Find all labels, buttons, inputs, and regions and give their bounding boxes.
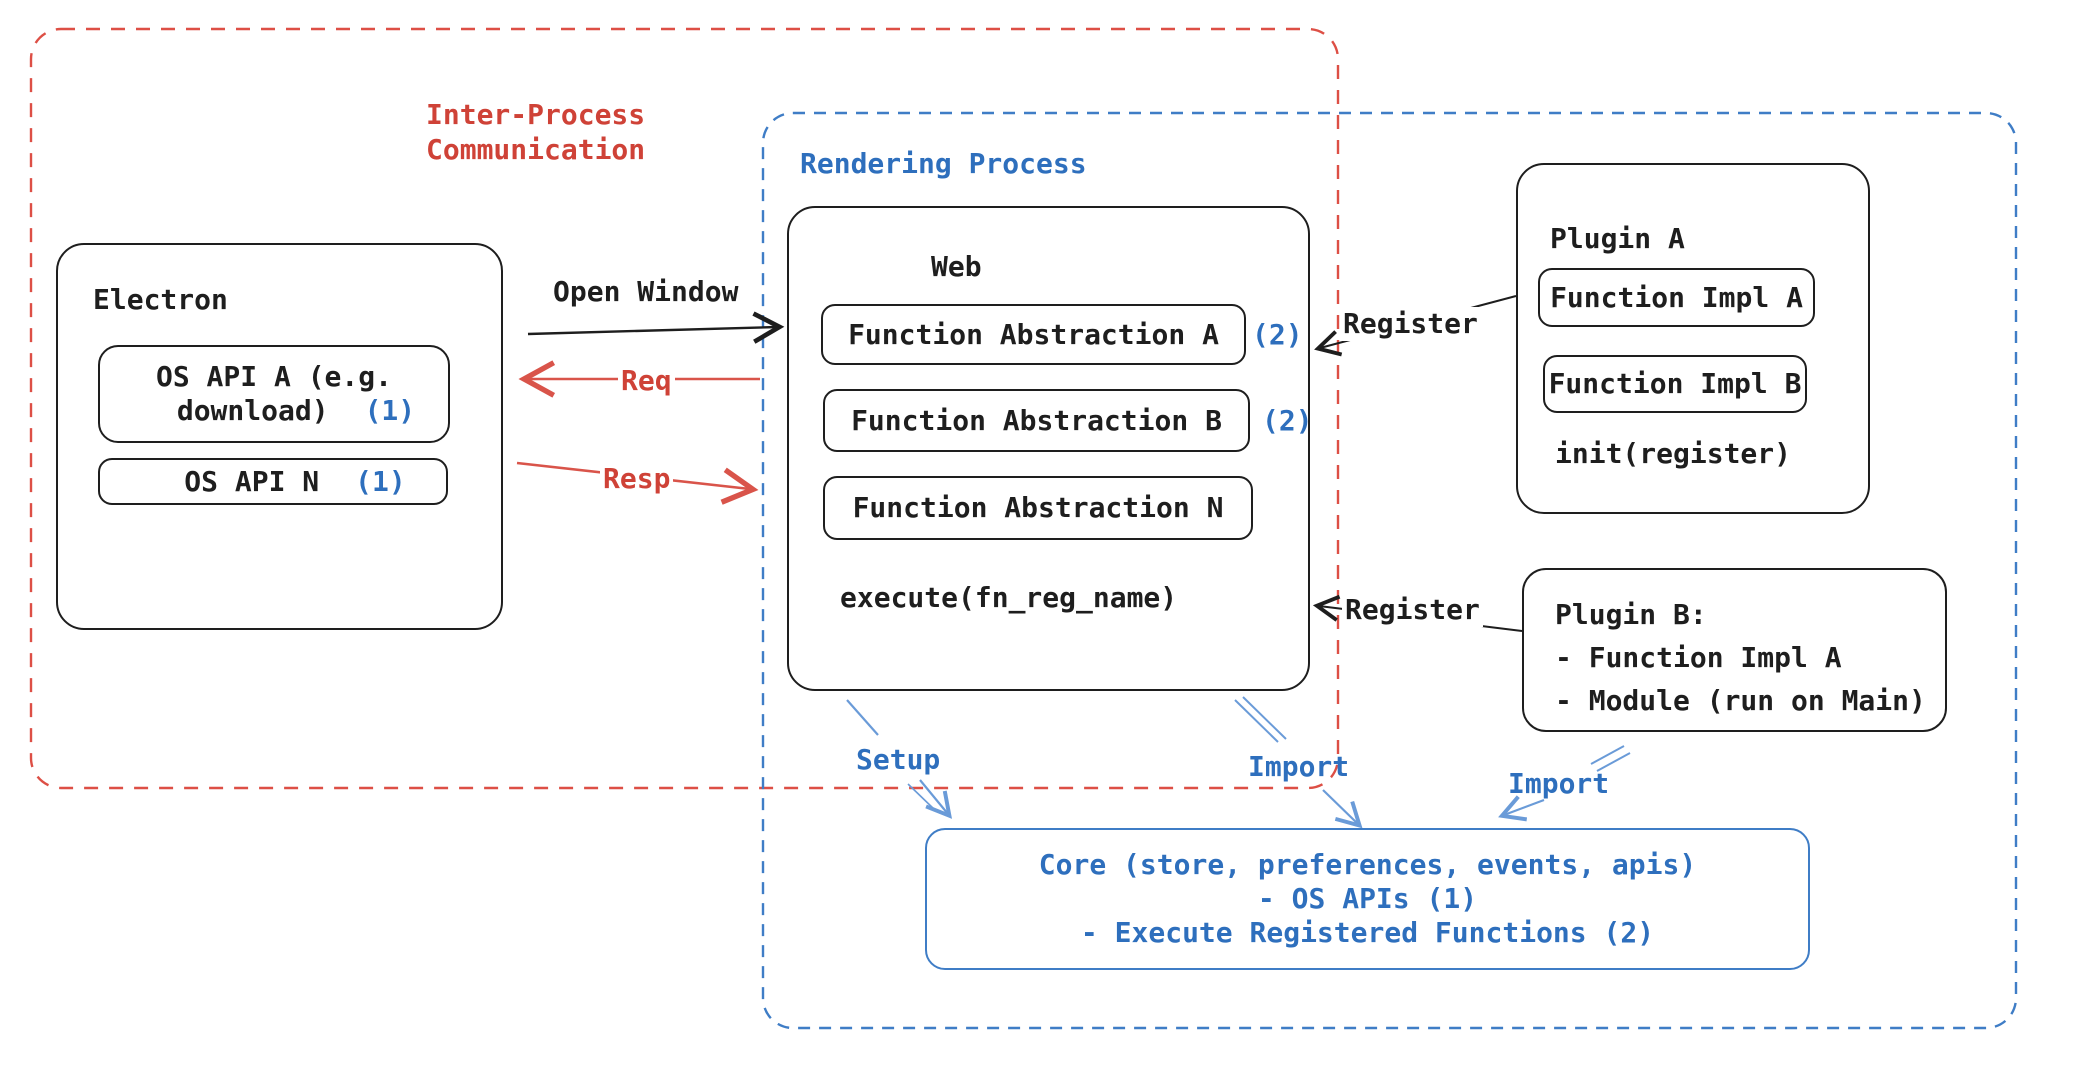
setup-label: Setup — [856, 743, 941, 776]
function-abstraction-n-box: Function Abstraction N — [823, 476, 1253, 540]
open-window-arrow — [527, 311, 785, 344]
import-right-upper-2 — [1596, 752, 1631, 772]
function-abstraction-a-box: Function Abstraction A — [821, 304, 1246, 365]
rendering-region-title: Rendering Process — [800, 147, 1087, 180]
function-abstraction-b-badge: (2) — [1262, 404, 1313, 437]
open-window-label: Open Window — [553, 275, 739, 308]
rendering-region-outline — [761, 111, 2018, 1030]
resp-label: Resp — [600, 462, 674, 496]
os-api-n-line: OS API N (1) — [184, 465, 405, 499]
function-abstraction-a-label: Function Abstraction A — [848, 317, 1219, 351]
core-line3: - Execute Registered Functions (2) — [1080, 916, 1655, 949]
core-line2: - OS APIs (1) — [1257, 882, 1478, 915]
os-api-n-box: OS API N (1) — [98, 458, 448, 505]
init-register-label: init(register) — [1555, 437, 1792, 470]
import-mid-upper-1 — [1234, 699, 1279, 743]
import-right-lower — [1498, 795, 1545, 822]
os-api-a-box: OS API A (e.g. download) (1) — [98, 345, 450, 443]
ipc-title-line2: Communication — [426, 133, 646, 166]
function-impl-a-label: Function Impl A — [1550, 280, 1803, 314]
register-bottom-label: Register — [1342, 593, 1483, 627]
execute-label: execute(fn_reg_name) — [840, 581, 1178, 614]
register-top-label: Register — [1340, 307, 1481, 341]
plugin-b-box — [1522, 568, 1947, 732]
ipc-title-line1: Inter-Process — [426, 98, 646, 131]
os-api-a-line2: download) (1) — [177, 394, 415, 428]
os-api-a-badge: (1) — [364, 394, 416, 427]
plugin-a-title: Plugin A — [1550, 222, 1685, 255]
setup-arrow-lower — [919, 779, 953, 819]
os-api-n-badge: (1) — [355, 464, 406, 498]
import-right-upper-1 — [1590, 745, 1625, 765]
os-api-n-text: OS API N — [184, 464, 320, 498]
req-label: Req — [618, 364, 675, 398]
function-abstraction-b-box: Function Abstraction B — [823, 389, 1250, 452]
ipc-region-title: Inter-Process Communication — [426, 97, 645, 167]
function-impl-b-label: Function Impl B — [1548, 367, 1802, 400]
function-abstraction-a-badge: (2) — [1252, 318, 1303, 351]
function-abstraction-n-label: Function Abstraction N — [852, 491, 1224, 524]
plugin-b-text: Plugin B: - Function Impl A - Module (ru… — [1555, 593, 1926, 722]
core-box: Core (store, preferences, events, apis) … — [925, 828, 1810, 970]
import-mid-label: Import — [1248, 750, 1350, 783]
function-impl-a-box: Function Impl A — [1538, 268, 1815, 327]
web-title: Web — [931, 250, 982, 283]
import-mid-upper-2 — [1242, 696, 1287, 740]
ipc-region-outline — [29, 27, 1340, 790]
import-mid-lower — [1322, 789, 1363, 829]
electron-title: Electron — [93, 283, 228, 316]
function-impl-b-box: Function Impl B — [1543, 355, 1807, 413]
plugin-b-line1: Plugin B: — [1555, 598, 1707, 631]
plugin-b-line2: - Function Impl A — [1555, 641, 1842, 674]
setup-arrow-upper — [846, 699, 879, 736]
plugin-a-box — [1516, 163, 1870, 514]
os-api-a-line1: OS API A (e.g. — [155, 360, 392, 393]
core-line1: Core (store, preferences, events, apis) — [1038, 848, 1697, 881]
import-right-label: Import — [1508, 767, 1610, 800]
plugin-b-line3: - Module (run on Main) — [1555, 684, 1926, 717]
os-api-a-line2-text: download) — [176, 394, 329, 427]
function-abstraction-b-label: Function Abstraction B — [851, 403, 1222, 437]
